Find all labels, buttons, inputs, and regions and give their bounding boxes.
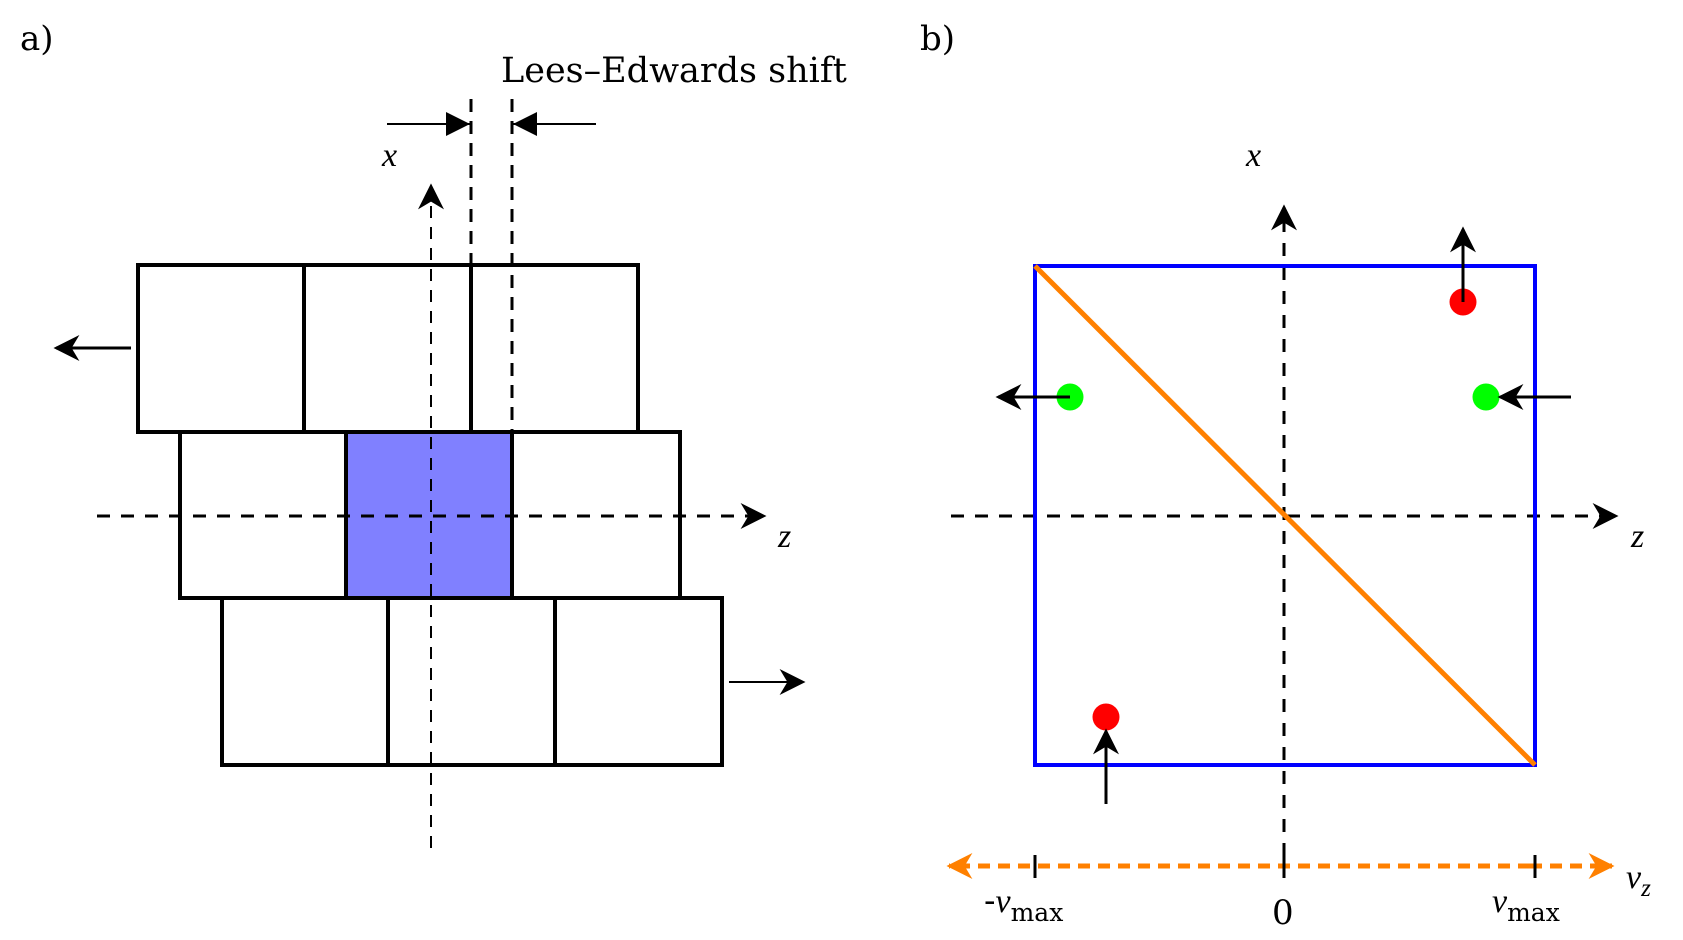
red-particle-lower [1092, 703, 1120, 731]
panel-a-z-label: z [777, 518, 791, 555]
panel-a-x-label: x [381, 137, 397, 174]
tick-label-zero: 0 [1272, 893, 1294, 933]
bottom-row-cells [220, 596, 724, 767]
tick-label-vmax: vmax [1492, 883, 1560, 927]
panel-a: a) Lees–Edwards shift x z [20, 19, 847, 848]
velocity-profile-diagonal [1033, 264, 1537, 767]
panel-b-z-label: z [1630, 518, 1644, 555]
panel-a-label: a) [20, 19, 54, 59]
panel-b: b) x z -vmax 0 vmax vz [920, 19, 1651, 933]
simulation-box [1033, 264, 1537, 767]
tick-label-neg-vmax: -vmax [984, 881, 1063, 927]
top-row-cells [136, 263, 640, 434]
panel-b-x-label: x [1245, 137, 1261, 174]
panel-b-label: b) [920, 19, 955, 59]
velocity-axis-label: vz [1626, 859, 1651, 902]
green-particle-right [1472, 383, 1500, 411]
lees-edwards-shift-label: Lees–Edwards shift [501, 51, 847, 91]
